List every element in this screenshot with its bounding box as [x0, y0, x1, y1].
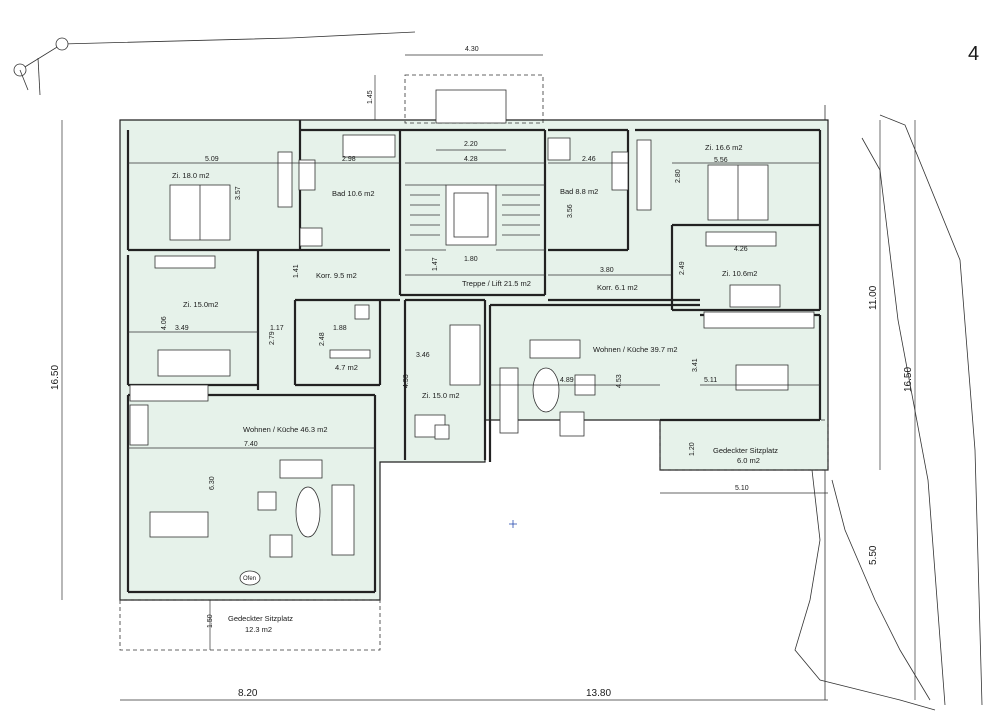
- room-label-sitzplatz-right: Gedeckter Sitzplatz: [713, 446, 778, 455]
- room-label-zi-15-mid: Zi. 15.0 m2: [422, 391, 460, 400]
- dim-1-17: 1.17: [270, 325, 284, 332]
- room-label-bad-8-8: Bad 8.8 m2: [560, 187, 598, 196]
- dim-1-47: 1.47: [432, 257, 439, 271]
- room-label-small-4-7: 4.7 m2: [335, 363, 358, 372]
- sheet-number: 4: [968, 43, 979, 65]
- dim-1-41: 1.41: [293, 264, 300, 278]
- dim-3-49: 3.49: [175, 325, 189, 332]
- room-label-wohnen-39-7: Wohnen / Küche 39.7 m2: [593, 345, 678, 354]
- dim-4-06: 4.06: [161, 316, 168, 330]
- dim-5-09: 5.09: [205, 156, 219, 163]
- room-label-korr-9-5: Korr. 9.5 m2: [316, 271, 357, 280]
- dim-3-80: 3.80: [600, 267, 614, 274]
- dim-6-30: 6.30: [209, 476, 216, 490]
- room-label-zi-15-left: Zi. 15.0m2: [183, 300, 218, 309]
- dim-4-53-a: 4.53: [403, 374, 410, 388]
- dim-16-50-left: 16.50: [50, 365, 61, 390]
- dim-5-50: 5.50: [868, 545, 879, 565]
- dimension-lines: [61, 54, 916, 701]
- dim-1-80: 1.80: [464, 256, 478, 263]
- dim-2-98: 2.98: [342, 156, 356, 163]
- dim-11-00: 11.00: [868, 285, 879, 310]
- dim-13-80: 13.80: [586, 688, 611, 699]
- room-label-sitzplatz-left-area: 12.3 m2: [245, 625, 272, 634]
- dim-1-45: 1.45: [367, 90, 374, 104]
- room-label-zi-16-6: Zi. 16.6 m2: [705, 143, 743, 152]
- dim-4-28: 4.28: [464, 156, 478, 163]
- dim-4-30: 4.30: [465, 46, 479, 53]
- dim-7-40: 7.40: [244, 441, 258, 448]
- room-label-treppe-lift: Treppe / Lift 21.5 m2: [462, 279, 531, 288]
- dim-4-26: 4.26: [734, 246, 748, 253]
- dim-2-80: 2.80: [675, 169, 682, 183]
- dim-4-89: 4.89: [560, 377, 574, 384]
- room-label-bad-10-6: Bad 10.6 m2: [332, 189, 375, 198]
- crosshair-icon: [509, 520, 517, 528]
- dim-3-56: 3.56: [567, 204, 574, 218]
- dim-8-20: 8.20: [238, 688, 258, 699]
- dim-3-41: 3.41: [692, 358, 699, 372]
- dim-3-57: 3.57: [235, 186, 242, 200]
- dim-4-53-b: 4.53: [616, 374, 623, 388]
- dim-5-56: 5.56: [714, 157, 728, 164]
- dim-5-11: 5.11: [704, 377, 717, 384]
- room-label-korr-6-1: Korr. 6.1 m2: [597, 283, 638, 292]
- dim-16-50-right: 16.50: [903, 367, 914, 392]
- stair-lift: [405, 184, 545, 251]
- oven-label: Ofen: [243, 576, 256, 582]
- dim-1-50: 1.50: [207, 614, 214, 628]
- furniture: [129, 134, 815, 586]
- dim-2-79: 2.79: [269, 331, 276, 345]
- dim-1-88: 1.88: [333, 325, 347, 332]
- dim-2-48: 2.48: [319, 332, 326, 346]
- dim-2-49: 2.49: [679, 261, 686, 275]
- dim-3-46: 3.46: [416, 352, 430, 359]
- dim-1-20: 1.20: [689, 442, 696, 456]
- dim-2-20: 2.20: [464, 141, 478, 148]
- dim-2-46: 2.46: [582, 156, 596, 163]
- room-label-zi-18: Zi. 18.0 m2: [172, 171, 210, 180]
- room-label-sitzplatz-right-area: 6.0 m2: [737, 456, 760, 465]
- dim-5-10: 5.10: [735, 485, 749, 492]
- room-label-sitzplatz-left: Gedeckter Sitzplatz: [228, 614, 293, 623]
- room-label-zi-10-6: Zi. 10.6m2: [722, 269, 757, 278]
- room-label-wohnen-46-3: Wohnen / Küche 46.3 m2: [243, 425, 328, 434]
